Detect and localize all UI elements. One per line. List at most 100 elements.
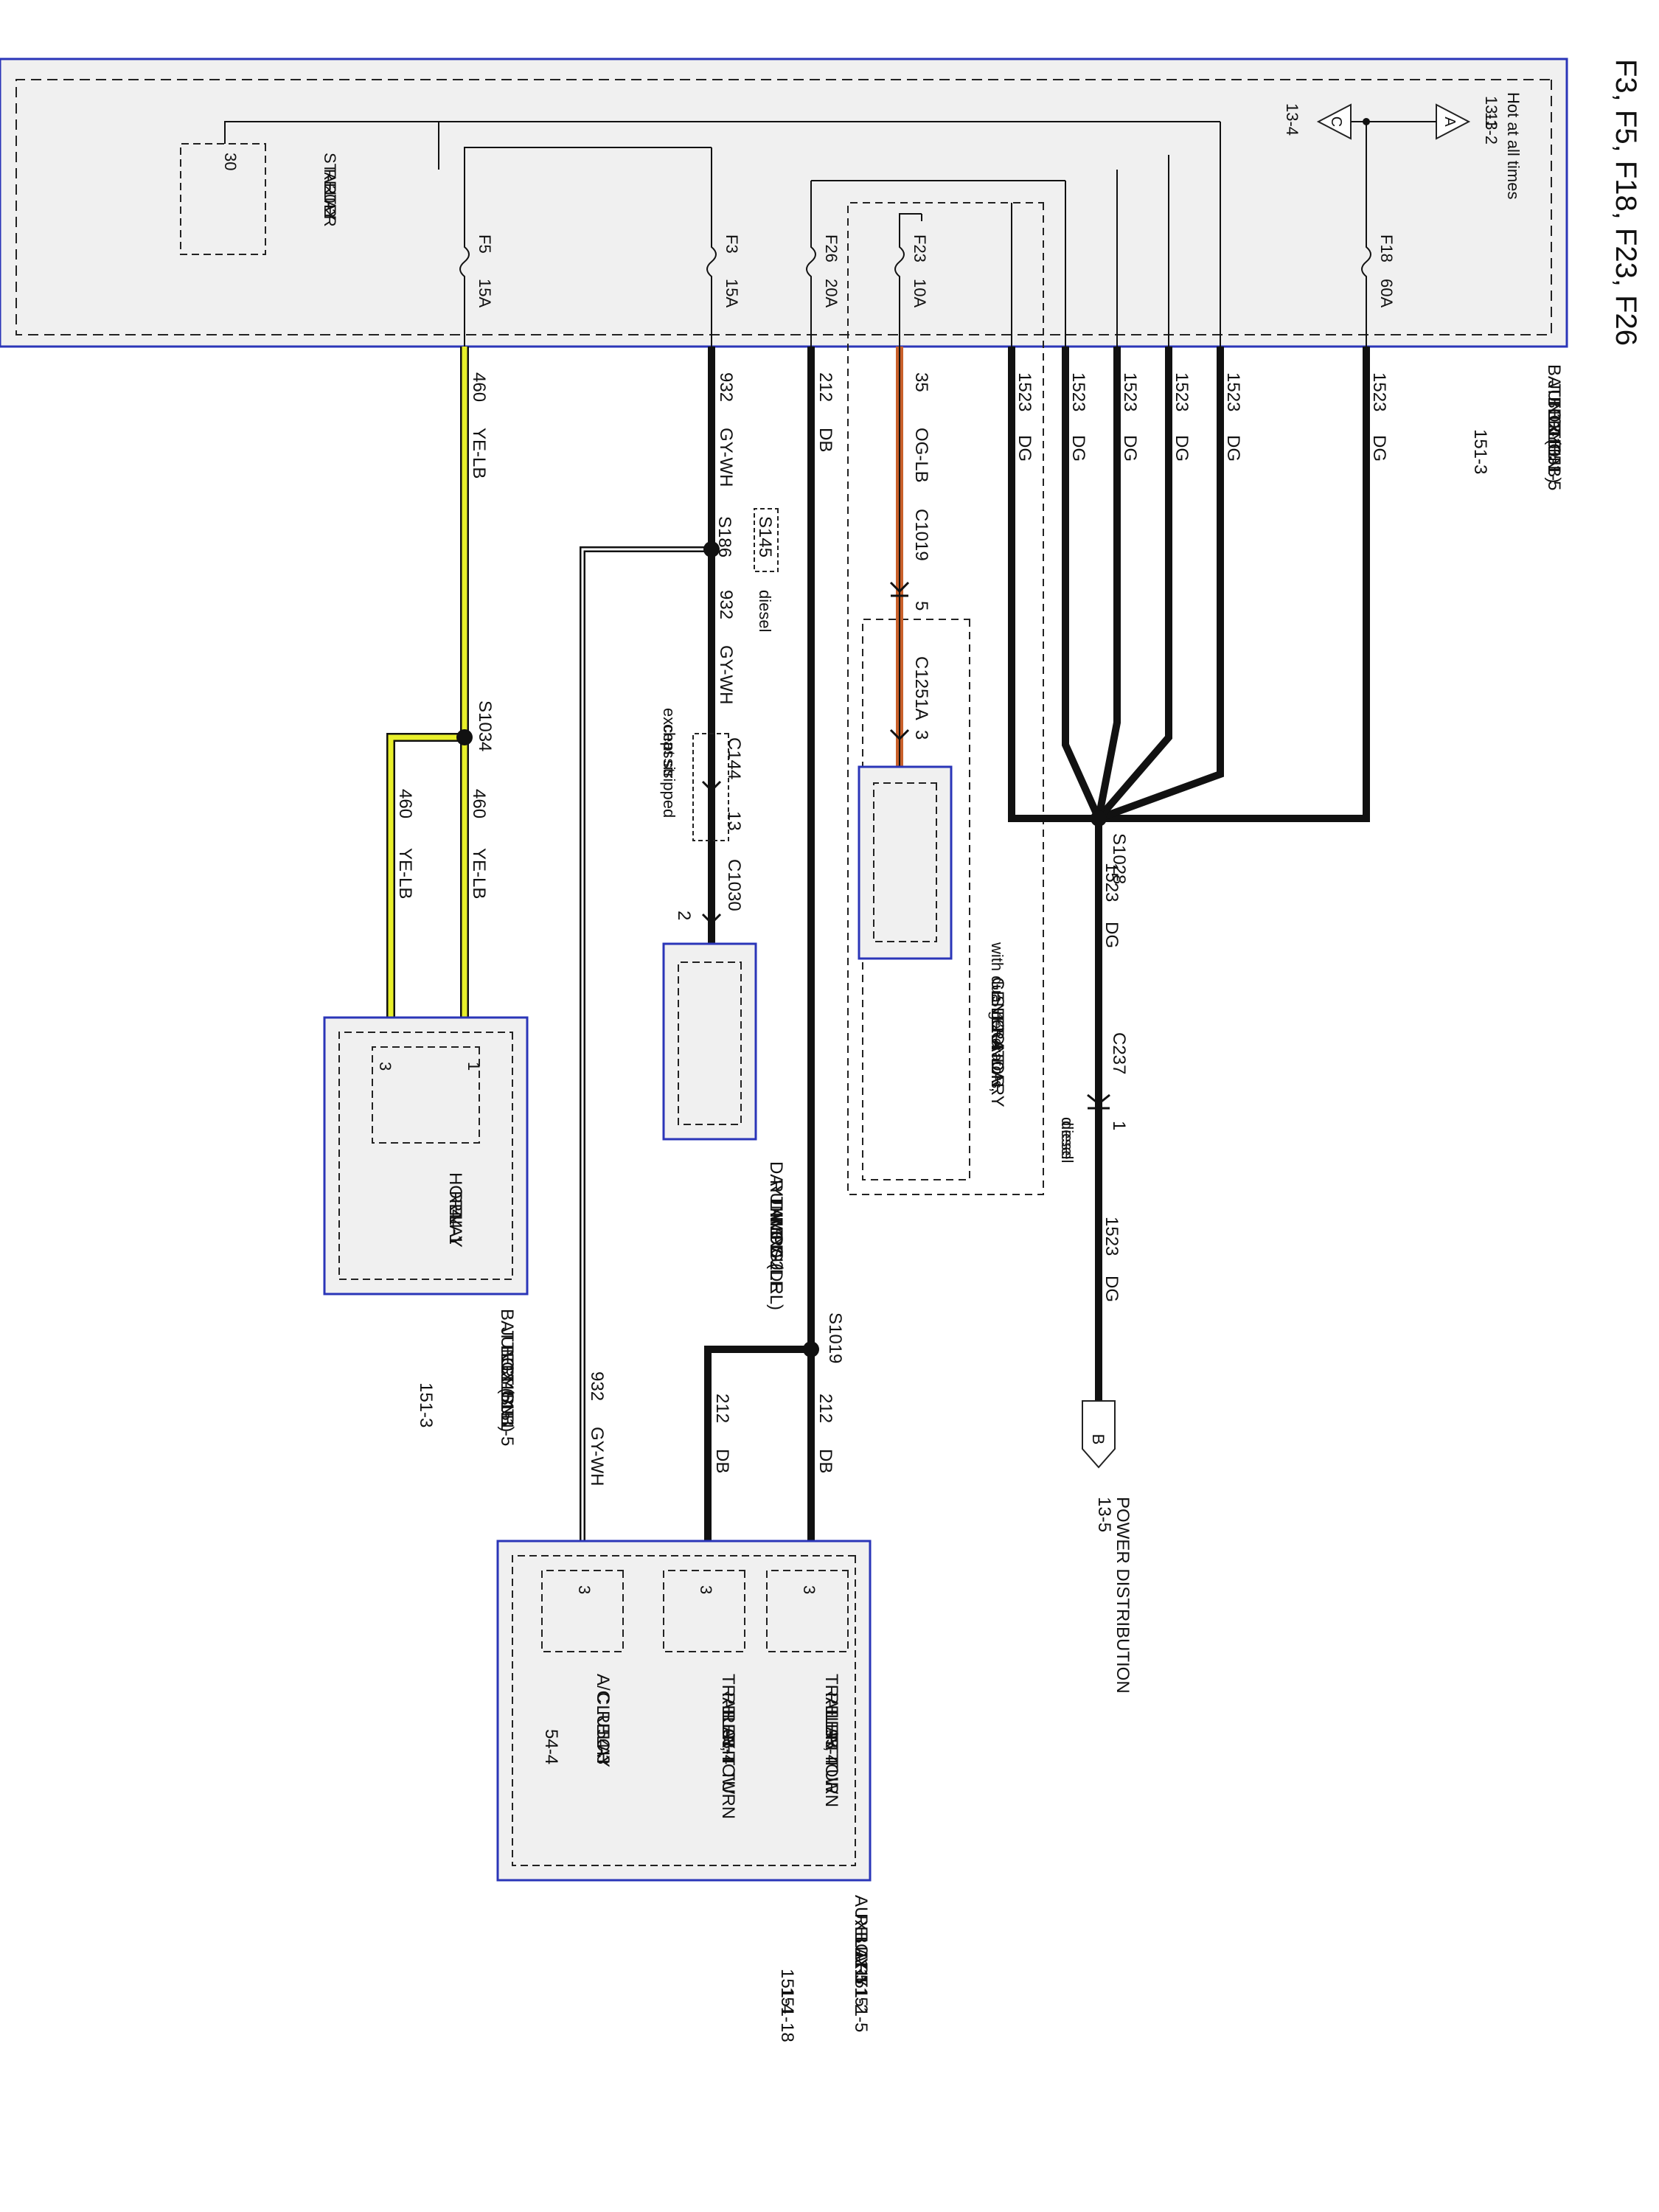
- bjb-bottom-box: [323, 1016, 529, 1295]
- svg-text:A: A: [1441, 116, 1458, 127]
- splice-s145-frame: [754, 508, 779, 572]
- aux-relay-inner-dashed: [512, 1555, 856, 1866]
- svg-text:DG: DG: [1015, 435, 1034, 462]
- relay-ac-clutch: 3 A/C CLUTCH RELAY 54-3 54-4: [541, 1570, 624, 1767]
- svg-text:1523: 1523: [1120, 372, 1140, 411]
- bjb-bottom-label: BATTERY JUNCTION BOX (BJB) 11-1 151-1 15…: [416, 1309, 517, 1446]
- svg-text:DG: DG: [1102, 922, 1121, 948]
- wires-dg: [1008, 347, 1370, 1401]
- wire-db-color-1: DB: [815, 428, 835, 452]
- svg-text:151-18: 151-18: [777, 1987, 797, 2042]
- svg-text:1523: 1523: [1172, 372, 1192, 411]
- svg-text:95-4: 95-4: [821, 1729, 841, 1764]
- svg-text:BOX 1: BOX 1: [851, 1932, 871, 1984]
- relay-trailer-left: 3 TRAILER TOW RELAY, LEFT TURN 95-4: [766, 1570, 849, 1807]
- wire-db-branch: [704, 1346, 811, 1541]
- wire-gywh-color-2: GY-WH: [716, 645, 736, 704]
- drl-name-3: LAMPS (DRL): [766, 1198, 786, 1310]
- svg-text:54-3: 54-3: [593, 1729, 613, 1764]
- bjb-outer-box: [0, 58, 1568, 348]
- bjb-bus-f23-line: [899, 213, 922, 221]
- splice-s1034: S1034: [475, 700, 495, 751]
- generator-name-2: SECONDARY: [987, 995, 1007, 1107]
- connector-c1030-icon: [701, 913, 722, 925]
- splice-s186-dot: [703, 541, 720, 557]
- horn-relay-pin-1: 1: [465, 1062, 483, 1071]
- wire-gywh-color-1: GY-WH: [716, 428, 736, 487]
- starter-relay-pin: 30: [221, 153, 240, 170]
- diesel-label-dg: diesel: [1058, 1121, 1077, 1163]
- horn-relay-box: [372, 1046, 480, 1144]
- svg-text:BATTERY: BATTERY: [497, 1309, 517, 1388]
- wire-gywh-color-3: GY-WH: [587, 1427, 607, 1486]
- wire-db-num-3: 212: [712, 1394, 732, 1423]
- connector-c237-icon: [1087, 1093, 1110, 1110]
- svg-text:151-5: 151-5: [851, 1987, 871, 2032]
- horn-relay-name-1: HORN: [445, 1172, 465, 1225]
- svg-text:3: 3: [800, 1585, 818, 1594]
- connector-c237-pin: 1: [1109, 1121, 1129, 1130]
- except-stripped-2: chassis: [660, 724, 678, 778]
- bjb-bottom-inner-dashed: [338, 1032, 513, 1280]
- svg-text:20A: 20A: [822, 279, 841, 307]
- fuse-f26: F26 20A: [806, 221, 841, 347]
- svg-text:54-4: 54-4: [541, 1729, 561, 1764]
- svg-text:JUNCTION: JUNCTION: [497, 1327, 517, 1416]
- generator-inner-dashed: [873, 782, 937, 942]
- wire-db-num-1: 212: [815, 372, 835, 402]
- svg-text:BOX (BJB): BOX (BJB): [497, 1346, 517, 1432]
- diesel-label-s145: diesel: [756, 590, 774, 632]
- svg-text:10A: 10A: [911, 279, 929, 307]
- drl-module-box: [662, 942, 757, 1141]
- horn-relay-name-2: RELAY: [445, 1191, 465, 1248]
- svg-text:DG: DG: [1172, 435, 1192, 462]
- wire-gywh-ac-inner: [581, 548, 712, 1541]
- svg-text:TRAILER TOW: TRAILER TOW: [821, 1674, 841, 1794]
- generator-ref: 12-4: [987, 1014, 1007, 1049]
- connector-c-icon: C: [1316, 103, 1352, 140]
- wire-yelb-num-2: 460: [469, 789, 489, 818]
- fuse-f3: F3 15A: [706, 221, 741, 347]
- with-dual-label: with dual generators: [988, 942, 1006, 1088]
- svg-text:F3: F3: [723, 234, 741, 254]
- svg-text:DG: DG: [1102, 1276, 1121, 1302]
- svg-text:1523: 1523: [1102, 863, 1121, 902]
- connector-c1019-icon: [889, 581, 910, 597]
- svg-text:151-2: 151-2: [851, 1969, 871, 2014]
- svg-text:151-1: 151-1: [1544, 429, 1564, 474]
- svg-text:151-3: 151-3: [1470, 429, 1490, 474]
- connector-a-ref-1: 13-1: [1482, 96, 1500, 128]
- svg-text:1523: 1523: [1102, 1217, 1121, 1256]
- wire-yelb-num-3: 460: [395, 789, 415, 818]
- svg-text:JUNCTION: JUNCTION: [1544, 380, 1564, 470]
- svg-text:BATTERY: BATTERY: [1544, 364, 1564, 444]
- svg-text:A/C: A/C: [593, 1674, 613, 1703]
- starter-relay-feed: [224, 121, 439, 144]
- wire-gywh-num-3: 932: [587, 1371, 607, 1401]
- fuse-f5: F5 15A: [459, 221, 494, 347]
- bjb-bus-f3-f5: [464, 147, 712, 221]
- wire-yelb-color-3: YE-LB: [395, 848, 415, 899]
- svg-text:F18: F18: [1377, 234, 1396, 262]
- svg-text:15A: 15A: [723, 279, 741, 307]
- connector-c144-icon: [701, 780, 722, 793]
- power-distribution-ref: 13-5: [1094, 1497, 1114, 1532]
- svg-text:1523: 1523: [1223, 372, 1243, 411]
- wire-yelb-color-2: YE-LB: [469, 848, 489, 899]
- fuse-f18: F18 60A: [1361, 221, 1396, 347]
- aux-relay-box: [496, 1540, 872, 1882]
- svg-text:15A: 15A: [476, 279, 494, 307]
- svg-text:F5: F5: [476, 234, 494, 254]
- starter-relay-name-2: RELAY: [321, 169, 339, 221]
- svg-text:CLUTCH: CLUTCH: [593, 1692, 613, 1764]
- splice-s1019-dot: [803, 1341, 819, 1357]
- svg-text:TRAILER TOW: TRAILER TOW: [718, 1674, 738, 1794]
- splice-s1028-dot: [1091, 810, 1107, 827]
- connector-c1019: C1019: [911, 509, 931, 561]
- diagram-title: F3, F5, F18, F23, F26: [1610, 59, 1642, 346]
- hot-at-all-times-label: Hot at all times: [1504, 92, 1523, 200]
- svg-text:3: 3: [697, 1585, 715, 1594]
- wire-gywh-num-1: 932: [716, 372, 736, 402]
- horn-relay-pin-3: 3: [376, 1062, 394, 1071]
- svg-text:11-1: 11-1: [1544, 413, 1564, 447]
